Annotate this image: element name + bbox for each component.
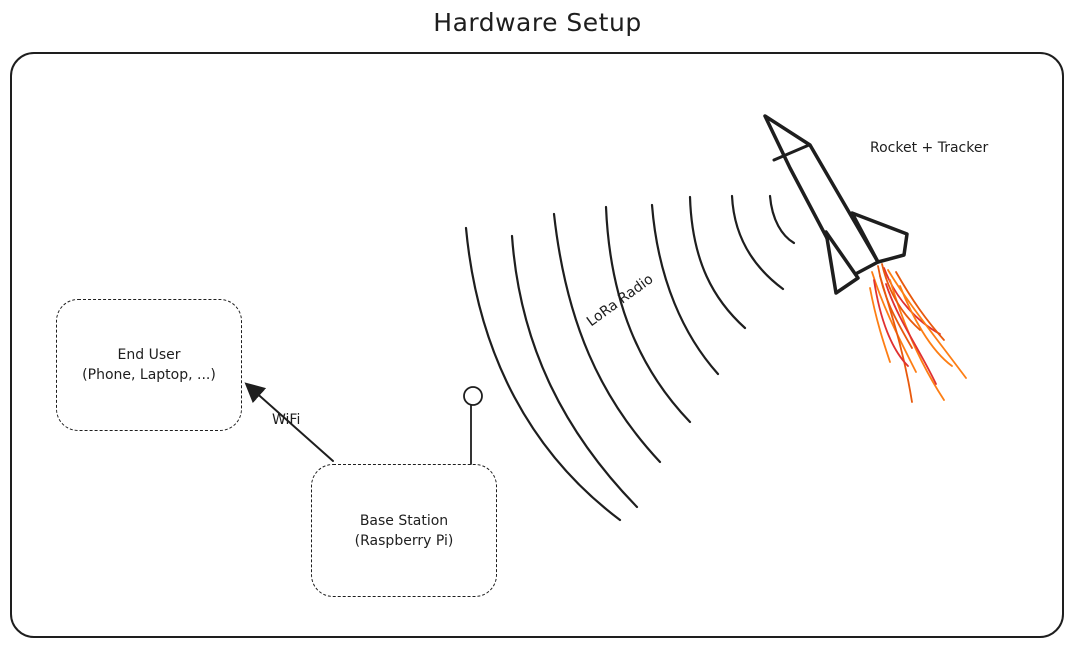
lora-wave-5 bbox=[650, 203, 720, 376]
rocket-body bbox=[763, 114, 880, 280]
lora-wave-1 bbox=[464, 226, 622, 522]
base-station-title: Base Station bbox=[359, 512, 449, 529]
rocket-left-fin bbox=[824, 230, 860, 295]
antenna-icon bbox=[463, 386, 483, 465]
end-user-title: End User bbox=[117, 347, 181, 363]
flame-stroke bbox=[885, 283, 937, 385]
end-user-node: End User (Phone, Laptop, ...) bbox=[56, 299, 242, 431]
flame-stroke bbox=[873, 279, 909, 367]
lora-wave-4 bbox=[604, 205, 692, 424]
base-station-subtitle: (Raspberry Pi) bbox=[354, 532, 454, 549]
wifi-label: WiFi bbox=[272, 412, 301, 428]
flame-stroke bbox=[879, 275, 913, 403]
wifi-arrow bbox=[244, 382, 334, 462]
diagram-frame bbox=[10, 52, 1064, 638]
lora-wave-3 bbox=[552, 212, 662, 464]
rocket-right-fin bbox=[850, 211, 909, 264]
flame-stroke bbox=[881, 263, 921, 331]
flame-stroke bbox=[883, 267, 941, 335]
rocket-label: Rocket + Tracker bbox=[870, 140, 989, 156]
lora-wave-6 bbox=[688, 195, 747, 330]
lora-wave-7 bbox=[730, 194, 785, 291]
flame-stroke bbox=[895, 271, 945, 341]
rocket-band bbox=[772, 143, 811, 162]
base-station-node: Base Station (Raspberry Pi) bbox=[311, 464, 497, 597]
diagram-title: Hardware Setup bbox=[433, 8, 642, 37]
lora-wave-8 bbox=[768, 194, 796, 245]
lora-wave-2 bbox=[510, 234, 639, 509]
flame-stroke bbox=[869, 287, 891, 363]
rocket-icon bbox=[763, 114, 909, 295]
flame-stroke bbox=[899, 285, 953, 367]
flame-stroke bbox=[871, 271, 917, 373]
flame-stroke bbox=[887, 269, 967, 379]
rocket-flame-icon bbox=[869, 263, 967, 403]
end-user-subtitle: (Phone, Laptop, ...) bbox=[82, 367, 216, 383]
lora-waves bbox=[464, 194, 796, 522]
